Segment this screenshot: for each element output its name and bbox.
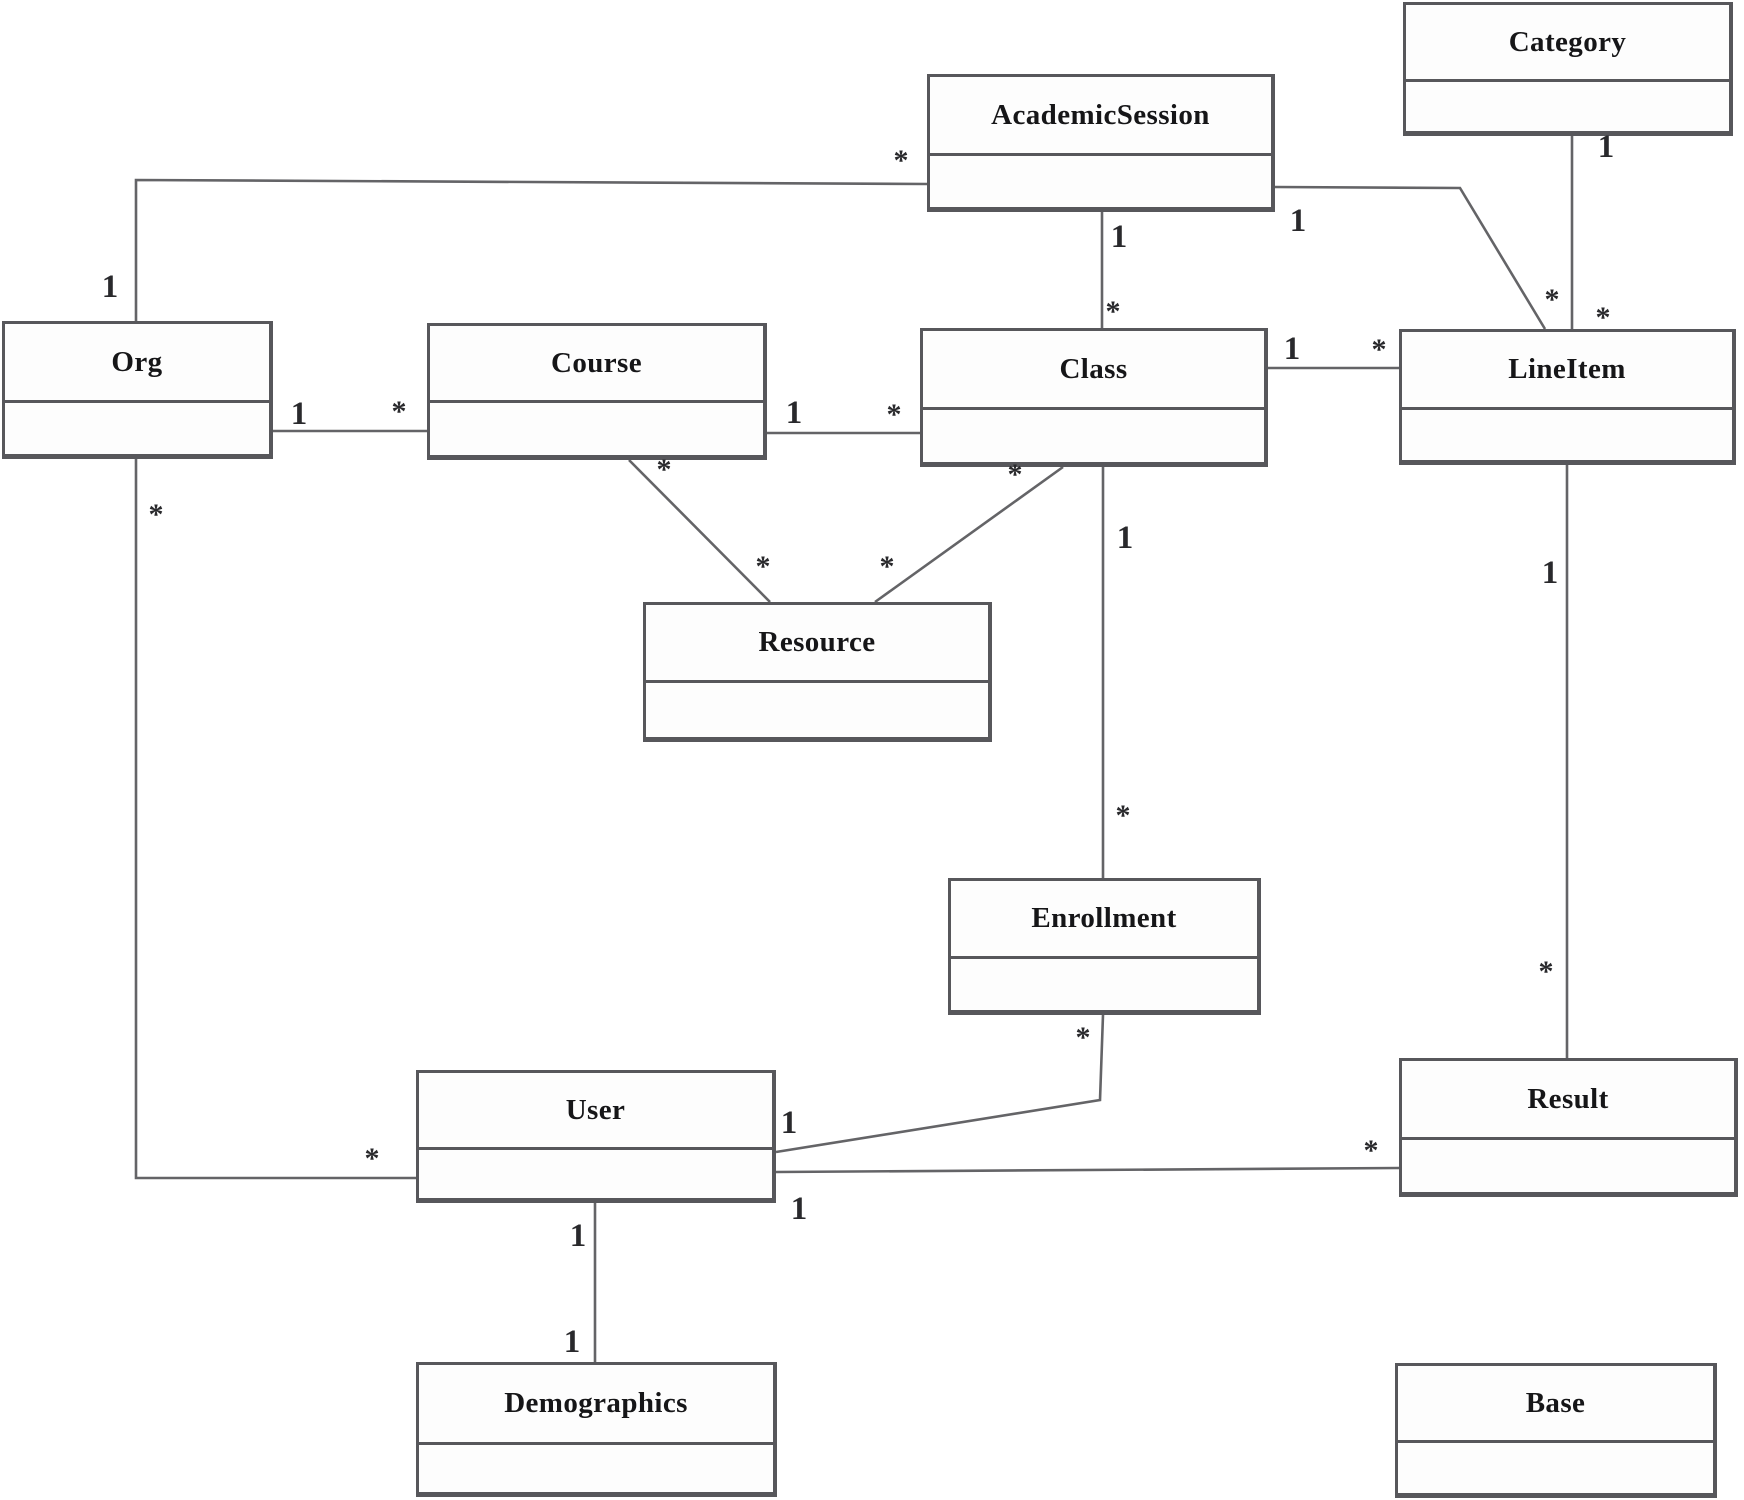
class-box-enrollment: Enrollment	[948, 878, 1261, 1015]
assoc-line-enrollment-user	[775, 1014, 1105, 1154]
multiplicity-org-user-to-end: *	[364, 1142, 380, 1175]
class-box-demographics: Demographics	[416, 1362, 777, 1497]
multiplicity-lineitem-result-to-end: *	[1538, 955, 1554, 988]
class-box-resource: Resource	[643, 602, 992, 742]
class-title-category: Category	[1406, 5, 1729, 82]
multiplicity-academicsession-lineitem-to-end: *	[1544, 283, 1560, 316]
multiplicity-course-class-from-end: 1	[785, 394, 803, 431]
multiplicity-org-academicsession-from-end: 1	[101, 268, 119, 305]
assoc-line-class-resource	[874, 465, 1064, 604]
class-attributes-resource	[646, 683, 988, 737]
multiplicity-academicsession-class-to-end: *	[1105, 295, 1121, 328]
class-box-base: Base	[1395, 1363, 1717, 1498]
class-box-lineitem: LineItem	[1399, 329, 1736, 465]
class-attributes-demographics	[419, 1445, 773, 1492]
class-attributes-lineitem	[1402, 410, 1732, 460]
multiplicity-class-enrollment-to-end: *	[1115, 799, 1131, 832]
class-box-result: Result	[1399, 1058, 1738, 1197]
class-box-class: Class	[920, 328, 1268, 467]
multiplicity-user-demographics-from-end: 1	[569, 1217, 587, 1254]
multiplicity-class-lineitem-to-end: *	[1371, 333, 1387, 366]
class-title-course: Course	[430, 326, 763, 403]
multiplicity-user-result-to-end: *	[1363, 1134, 1379, 1167]
multiplicity-course-class-to-end: *	[886, 398, 902, 431]
class-title-lineitem: LineItem	[1402, 332, 1732, 410]
multiplicity-category-lineitem-from-end: 1	[1597, 128, 1615, 165]
class-attributes-enrollment	[951, 959, 1257, 1010]
multiplicity-class-enrollment-from-end: 1	[1116, 519, 1134, 556]
class-title-base: Base	[1398, 1366, 1713, 1443]
class-title-user: User	[419, 1073, 772, 1150]
multiplicity-org-academicsession-to-end: *	[893, 144, 909, 177]
class-attributes-class	[923, 410, 1264, 462]
class-title-enrollment: Enrollment	[951, 881, 1257, 959]
multiplicity-enrollment-user-to-end: 1	[780, 1104, 798, 1141]
class-attributes-org	[5, 403, 269, 454]
class-title-result: Result	[1402, 1061, 1734, 1140]
assoc-line-org-user	[134, 459, 416, 1180]
class-attributes-user	[419, 1150, 772, 1198]
class-box-user: User	[416, 1070, 776, 1203]
multiplicity-category-lineitem-to-end: *	[1595, 301, 1611, 334]
multiplicity-course-resource-from-end: *	[656, 453, 672, 486]
assoc-line-org-academicsession	[134, 178, 928, 321]
multiplicity-user-result-from-end: 1	[790, 1190, 808, 1227]
multiplicity-class-lineitem-from-end: 1	[1283, 330, 1301, 367]
class-box-academicsession: AcademicSession	[927, 74, 1275, 212]
multiplicity-academicsession-class-from-end: 1	[1110, 218, 1128, 255]
multiplicity-user-demographics-to-end: 1	[563, 1323, 581, 1360]
assoc-line-course-resource	[628, 459, 771, 603]
class-attributes-category	[1406, 82, 1729, 131]
class-title-class: Class	[923, 331, 1264, 410]
multiplicity-lineitem-result-from-end: 1	[1541, 554, 1559, 591]
multiplicity-org-course-to-end: *	[391, 395, 407, 428]
class-title-resource: Resource	[646, 605, 988, 683]
multiplicity-enrollment-user-from-end: *	[1075, 1021, 1091, 1054]
class-box-org: Org	[2, 321, 273, 459]
class-title-demographics: Demographics	[419, 1365, 773, 1445]
class-attributes-academicsession	[930, 156, 1271, 207]
class-attributes-base	[1398, 1443, 1713, 1493]
class-box-course: Course	[427, 323, 767, 460]
class-title-org: Org	[5, 324, 269, 403]
multiplicity-class-resource-to-end: *	[879, 550, 895, 583]
class-title-academicsession: AcademicSession	[930, 77, 1271, 156]
assoc-line-academicsession-lineitem	[1274, 185, 1547, 330]
assoc-line-user-result	[775, 1166, 1400, 1174]
multiplicity-course-resource-to-end: *	[755, 550, 771, 583]
class-attributes-course	[430, 403, 763, 455]
class-box-category: Category	[1403, 2, 1733, 136]
multiplicity-org-course-from-end: 1	[290, 395, 308, 432]
multiplicity-class-resource-from-end: *	[1007, 458, 1023, 491]
multiplicity-academicsession-lineitem-from-end: 1	[1289, 202, 1307, 239]
multiplicity-org-user-from-end: *	[148, 498, 164, 531]
class-attributes-result	[1402, 1140, 1734, 1192]
